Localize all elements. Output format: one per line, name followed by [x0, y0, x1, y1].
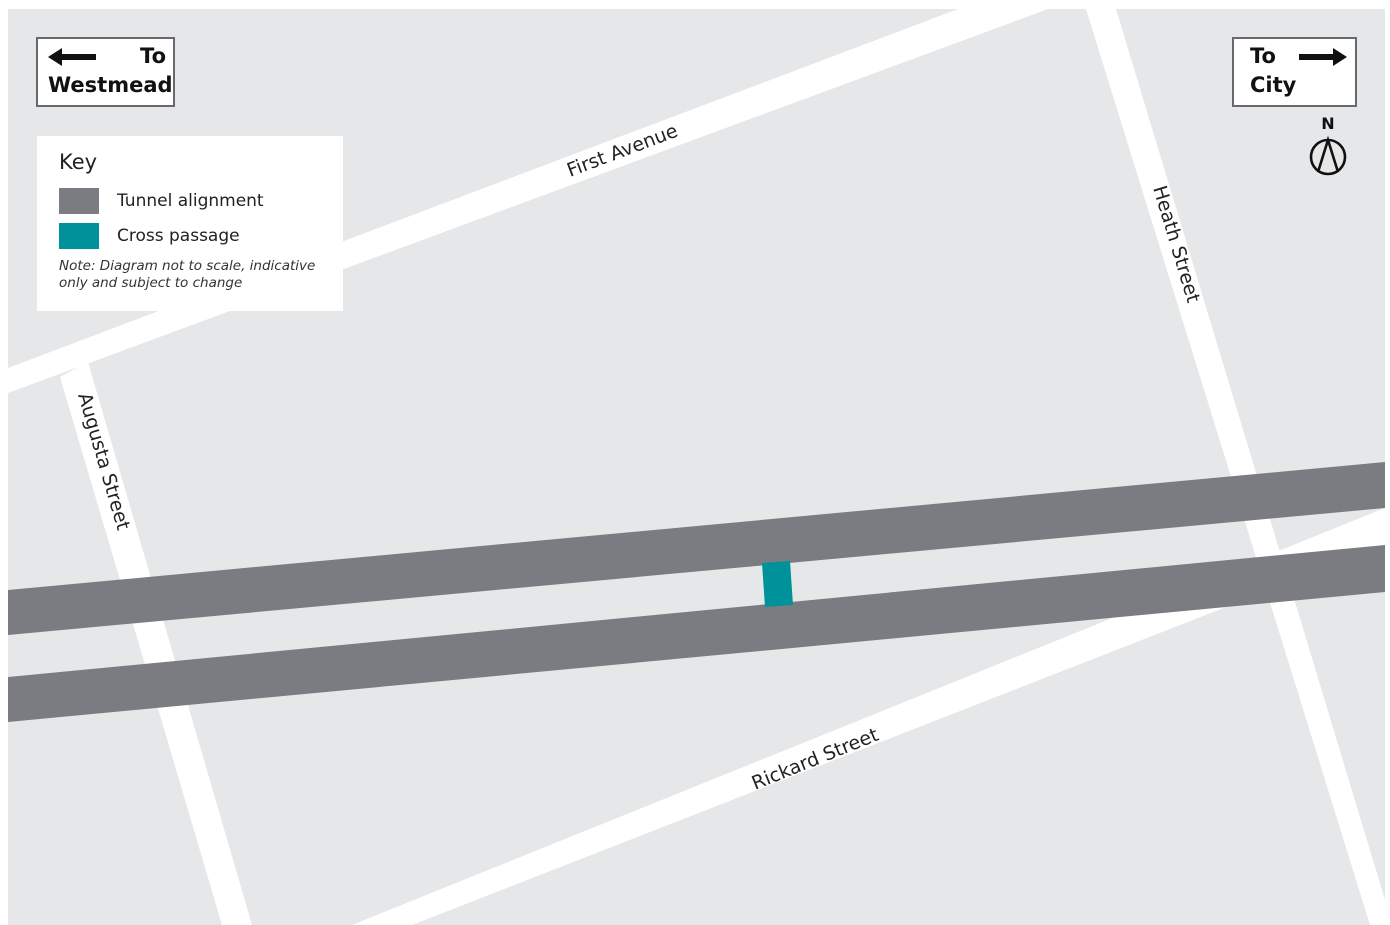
key-note: Note: Diagram not to scale, indicative o… [59, 258, 316, 291]
direction-sign-city: To City [1232, 37, 1357, 107]
direction-city-line2: City [1250, 73, 1297, 97]
tunnel-north [8, 462, 1385, 635]
left-arrow-icon [48, 47, 96, 66]
road-heath-street [1086, 9, 1385, 925]
key-title: Key [59, 150, 98, 174]
key-item-tunnel-alignment: Tunnel alignment [59, 188, 321, 214]
tunnel-alignment [8, 462, 1385, 722]
north-arrow-icon: N [1309, 114, 1347, 176]
direction-westmead-line2: Westmead [48, 73, 173, 97]
map-key: Key Tunnel alignment Cross passage Note:… [37, 136, 343, 311]
tunnel-alignment-swatch [59, 188, 99, 214]
right-arrow-icon [1299, 47, 1347, 66]
direction-sign-westmead: To Westmead [36, 37, 175, 107]
direction-westmead-line1: To [140, 44, 166, 68]
cross-passage-swatch [59, 223, 99, 249]
key-item-label: Tunnel alignment [117, 191, 264, 211]
north-label: N [1321, 114, 1334, 133]
road-augusta-street [60, 362, 252, 925]
cross-passage [762, 561, 793, 607]
key-item-label: Cross passage [117, 226, 240, 246]
key-item-cross-passage: Cross passage [59, 223, 321, 249]
direction-city-line1: To [1250, 44, 1276, 68]
tunnel-south [8, 545, 1385, 722]
